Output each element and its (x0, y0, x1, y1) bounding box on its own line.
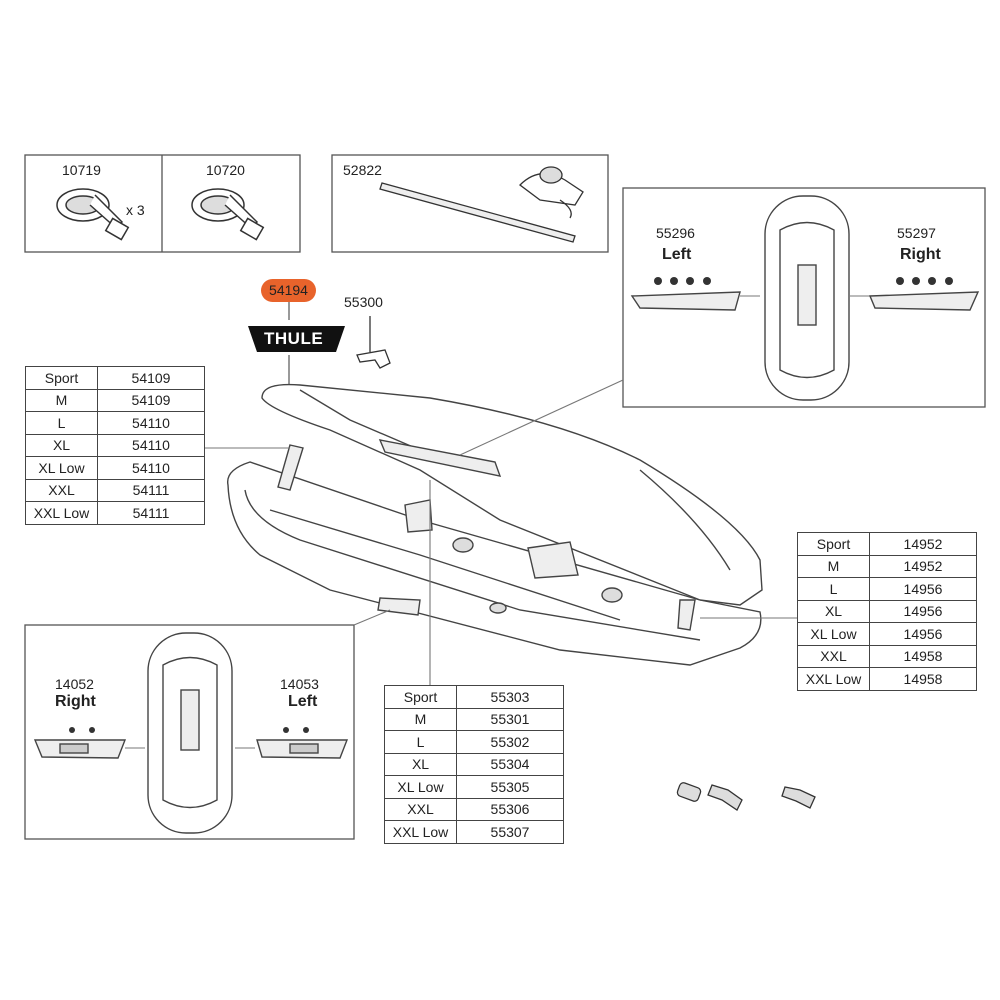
side-label-right: Right (900, 246, 941, 263)
lock-and-keys (676, 782, 816, 811)
part-number-base-right: 14052 (55, 676, 94, 692)
part-cell: 54110 (97, 411, 205, 435)
part-cell: 55303 (456, 685, 564, 709)
size-cell: Sport (384, 685, 457, 709)
part-number-lid-left: 55296 (656, 225, 695, 241)
size-cell: XL Low (797, 622, 870, 646)
part-cell: 54111 (97, 501, 205, 525)
size-cell: Sport (797, 532, 870, 556)
part-cell: 54109 (97, 366, 205, 390)
roof-box-top-view (630, 195, 980, 401)
part-cell: 14958 (869, 644, 977, 668)
screw-icons (654, 277, 953, 285)
screw-icons (69, 727, 309, 733)
part-cell: 14956 (869, 622, 977, 646)
size-cell: XXL (797, 644, 870, 668)
part-cell: 14956 (869, 577, 977, 601)
strap-icon (56, 188, 130, 241)
size-cell: XXL (384, 797, 457, 821)
strap-quantity: x 3 (126, 202, 145, 218)
part-cell: 54110 (97, 433, 205, 457)
part-cell: 55306 (456, 797, 564, 821)
size-cell: Sport (25, 366, 98, 390)
roof-box-drawing (226, 383, 763, 666)
part-number-strap-b: 10720 (206, 162, 245, 178)
size-cell: XL Low (384, 775, 457, 799)
size-cell: XL (384, 752, 457, 776)
part-cell: 55307 (456, 820, 564, 844)
part-number-base-left: 14053 (280, 676, 319, 692)
clip-drawing (356, 316, 391, 369)
side-label-left: Left (288, 693, 318, 710)
part-cell: 14952 (869, 532, 977, 556)
size-cell: M (384, 707, 457, 731)
size-cell: XXL (25, 478, 98, 502)
leader-line (459, 379, 624, 456)
size-cell: XXL Low (25, 501, 98, 525)
part-cell: 54110 (97, 456, 205, 480)
part-number-strap-a: 10719 (62, 162, 101, 178)
lid-detail-frame (622, 187, 986, 408)
size-cell: L (384, 730, 457, 754)
part-cell: 55301 (456, 707, 564, 731)
highlighted-part-number-logo[interactable]: 54194 (261, 279, 316, 302)
part-number-lid-right: 55297 (897, 225, 936, 241)
part-cell: 54111 (97, 478, 205, 502)
rail-box-frame (331, 154, 609, 253)
size-cell: XL Low (25, 456, 98, 480)
part-cell: 54109 (97, 388, 205, 412)
part-cell: 55305 (456, 775, 564, 799)
size-cell: XXL Low (384, 820, 457, 844)
size-cell: XL (797, 599, 870, 623)
roof-box-top-view (33, 632, 349, 834)
size-cell: XL (25, 433, 98, 457)
side-label-right: Right (55, 693, 96, 710)
part-cell: 14958 (869, 667, 977, 691)
part-cell: 55304 (456, 752, 564, 776)
thule-logo-plate (248, 326, 345, 352)
strap-icon (191, 188, 265, 241)
side-label-left: Left (662, 246, 692, 263)
size-cell: L (25, 411, 98, 435)
size-cell: M (25, 388, 98, 412)
part-cell: 55302 (456, 730, 564, 754)
thule-logo-text: THULE (264, 329, 324, 348)
size-cell: L (797, 577, 870, 601)
size-cell: XXL Low (797, 667, 870, 691)
part-cell: 14956 (869, 599, 977, 623)
part-number-mount-rail: 52822 (343, 162, 382, 178)
leader-line (353, 609, 391, 626)
size-cell: M (797, 554, 870, 578)
part-number-clip: 55300 (344, 294, 383, 310)
mount-rail-drawing (379, 166, 584, 243)
base-detail-frame (24, 624, 355, 840)
part-cell: 14952 (869, 554, 977, 578)
